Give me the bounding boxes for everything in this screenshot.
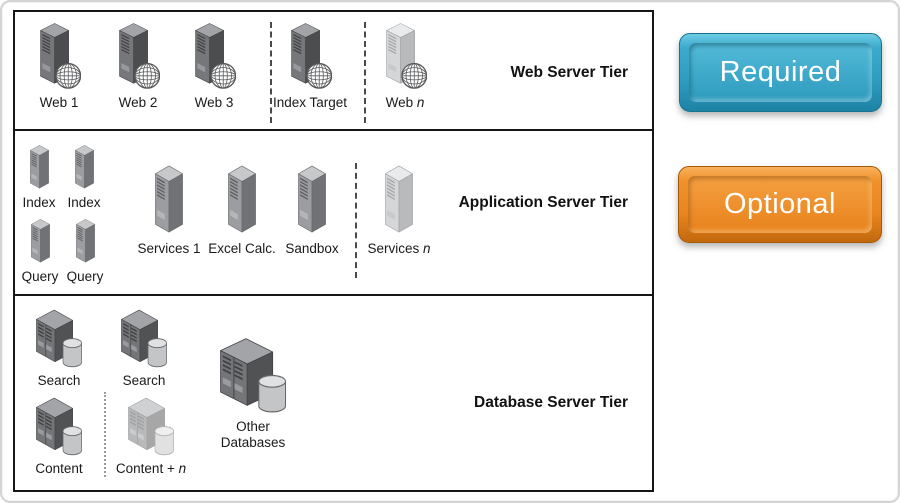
server-label: Services n <box>367 241 431 256</box>
server-label: Sandbox <box>285 241 339 256</box>
web-server-globe-icon <box>288 20 332 92</box>
server-node-excel-calc: Excel Calc. <box>202 164 282 257</box>
optional-button[interactable]: Optional <box>678 166 882 243</box>
server-label: Content + n <box>115 461 187 476</box>
app-server-icon <box>152 164 186 238</box>
web-server-globe-icon <box>116 20 160 92</box>
database-server-icon <box>217 336 289 416</box>
server-label: Services 1 <box>137 241 201 256</box>
dashed-separator <box>355 163 357 278</box>
web-server-globe-icon <box>383 20 427 92</box>
server-label: Web 3 <box>194 95 234 110</box>
database-server-icon <box>34 396 84 458</box>
server-node-index-target: Index Target <box>272 20 348 111</box>
server-label: Web 1 <box>39 95 79 110</box>
server-node-index: Index <box>17 144 61 211</box>
app-server-icon <box>73 144 96 192</box>
database-server-icon <box>119 308 169 370</box>
server-node-other-databases: Other Databases <box>208 336 298 450</box>
app-server-icon <box>28 144 51 192</box>
app-server-icon <box>225 164 259 238</box>
optional-button-label: Optional <box>688 176 872 233</box>
web-server-globe-icon <box>37 20 81 92</box>
server-node-query: Query <box>18 218 62 285</box>
app-server-icon <box>295 164 329 238</box>
server-label: Excel Calc. <box>208 241 276 256</box>
dashed-separator <box>270 22 272 123</box>
dashed-separator <box>364 22 366 123</box>
dotted-separator <box>104 392 106 477</box>
server-label: Other Databases <box>220 419 286 450</box>
tier-title: Application Server Tier <box>458 194 628 211</box>
server-node-content: Content <box>24 396 94 477</box>
required-button[interactable]: Required <box>679 33 882 112</box>
server-label: Query <box>66 269 104 284</box>
app-server-icon <box>382 164 416 238</box>
server-node-index: Index <box>62 144 106 211</box>
server-label: Web n <box>385 95 425 110</box>
server-label: Search <box>37 373 81 388</box>
server-node-sandbox: Sandbox <box>272 164 352 257</box>
required-button-label: Required <box>689 43 872 102</box>
database-server-ghost-icon <box>126 396 176 458</box>
server-label: Query <box>21 269 59 284</box>
server-node-search: Search <box>109 308 179 389</box>
server-node-web2: Web 2 <box>100 20 176 111</box>
tier-title: Web Server Tier <box>510 64 628 81</box>
server-label: Index <box>67 195 101 210</box>
web-server-globe-icon <box>192 20 236 92</box>
web-server-tier: Web 1 Web 2 Web 3 Index Target Web n Web… <box>13 10 654 131</box>
server-label: Search <box>122 373 166 388</box>
app-server-icon <box>74 218 97 266</box>
server-label: Index <box>22 195 56 210</box>
server-label: Web 2 <box>118 95 158 110</box>
application-server-tier: Index Index Query Query Services 1 Excel… <box>13 129 654 296</box>
app-server-icon <box>29 218 52 266</box>
server-node-web-n: Web n <box>367 20 443 111</box>
server-node-web1: Web 1 <box>21 20 97 111</box>
server-node-services-n: Services n <box>359 164 439 257</box>
server-node-content-n: Content + n <box>112 396 190 477</box>
database-server-icon <box>34 308 84 370</box>
server-label: Content <box>35 461 83 476</box>
server-node-web3: Web 3 <box>176 20 252 111</box>
tier-title: Database Server Tier <box>474 394 628 411</box>
server-node-services1: Services 1 <box>129 164 209 257</box>
server-node-search: Search <box>24 308 94 389</box>
server-node-query: Query <box>63 218 107 285</box>
database-server-tier: Search Search Content Content + n Other … <box>13 294 654 492</box>
server-label: Index Target <box>272 95 348 110</box>
